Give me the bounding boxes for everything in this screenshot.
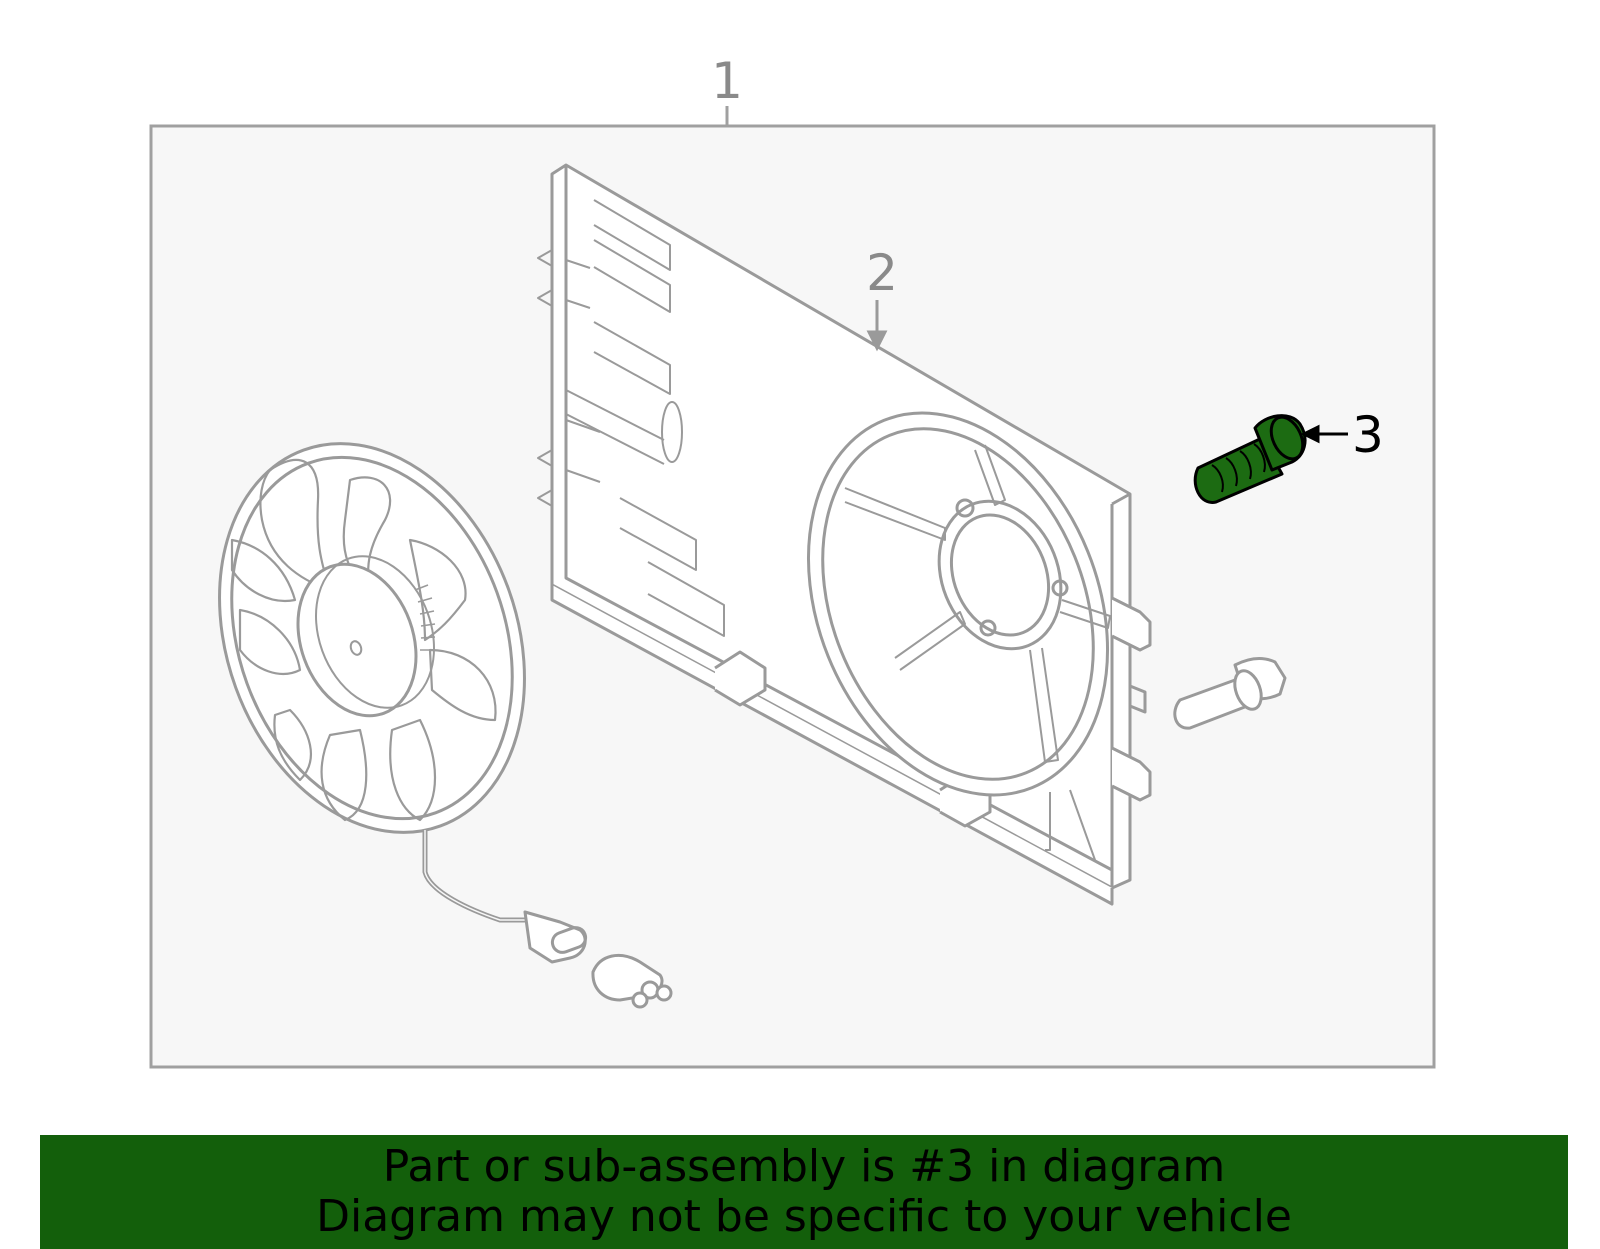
mounting-bolt[interactable] xyxy=(1173,657,1287,730)
banner-line-2: Diagram may not be specific to your vehi… xyxy=(316,1191,1292,1242)
fan-shroud[interactable] xyxy=(537,163,1162,906)
cooling-fan[interactable] xyxy=(167,400,588,964)
info-banner: Part or sub-assembly is #3 in diagram Di… xyxy=(40,1135,1568,1249)
harness-connector[interactable] xyxy=(591,953,673,1009)
banner-line-1: Part or sub-assembly is #3 in diagram xyxy=(382,1141,1226,1192)
callout-3-label[interactable]: 3 xyxy=(1352,406,1384,464)
callout-3-arrow xyxy=(1300,424,1348,444)
callout-1-label[interactable]: 1 xyxy=(711,52,743,110)
callout-2-label[interactable]: 2 xyxy=(866,244,898,302)
callout-2-arrow xyxy=(866,300,888,352)
highlighted-bolt-part-3[interactable] xyxy=(1193,412,1309,504)
